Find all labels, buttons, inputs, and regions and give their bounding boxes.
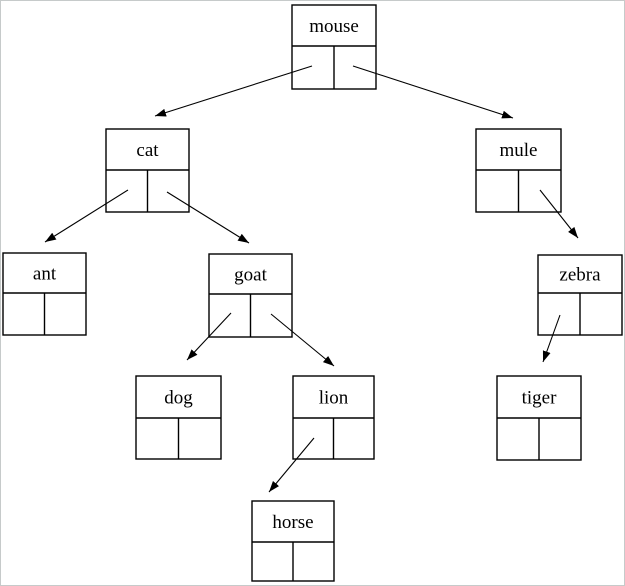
node-label-tiger: tiger xyxy=(522,388,557,409)
node-label-dog: dog xyxy=(164,388,193,409)
tree-node-ant: ant xyxy=(2,252,87,336)
tree-node-goat: goat xyxy=(208,253,293,338)
node-label-cat: cat xyxy=(136,140,159,161)
tree-node-cat: cat xyxy=(105,128,190,213)
node-label-zebra: zebra xyxy=(559,265,601,286)
tree-node-horse: horse xyxy=(251,500,335,582)
node-label-mouse: mouse xyxy=(309,16,359,37)
tree-node-zebra: zebra xyxy=(537,254,623,336)
edge-lion-left-horse xyxy=(268,437,315,493)
edge-mouse-left-cat xyxy=(154,65,313,117)
edge-goat-right-lion xyxy=(270,313,335,367)
edge-mouse-right-mule xyxy=(352,65,514,119)
edge-mule-right-zebra xyxy=(539,189,579,239)
edge-cat-right-goat xyxy=(166,191,250,244)
edge-goat-left-dog xyxy=(186,312,232,361)
node-label-horse: horse xyxy=(272,512,313,533)
tree-node-mouse: mouse xyxy=(291,4,377,90)
edge-zebra-left-tiger xyxy=(542,314,561,363)
node-label-ant: ant xyxy=(33,264,57,285)
edge-cat-left-ant xyxy=(44,189,129,243)
tree-node-dog: dog xyxy=(135,375,222,460)
node-label-mule: mule xyxy=(500,140,538,161)
tree-node-tiger: tiger xyxy=(496,375,582,461)
node-label-lion: lion xyxy=(319,388,349,409)
tree-node-lion: lion xyxy=(292,375,375,460)
node-label-goat: goat xyxy=(234,265,267,286)
